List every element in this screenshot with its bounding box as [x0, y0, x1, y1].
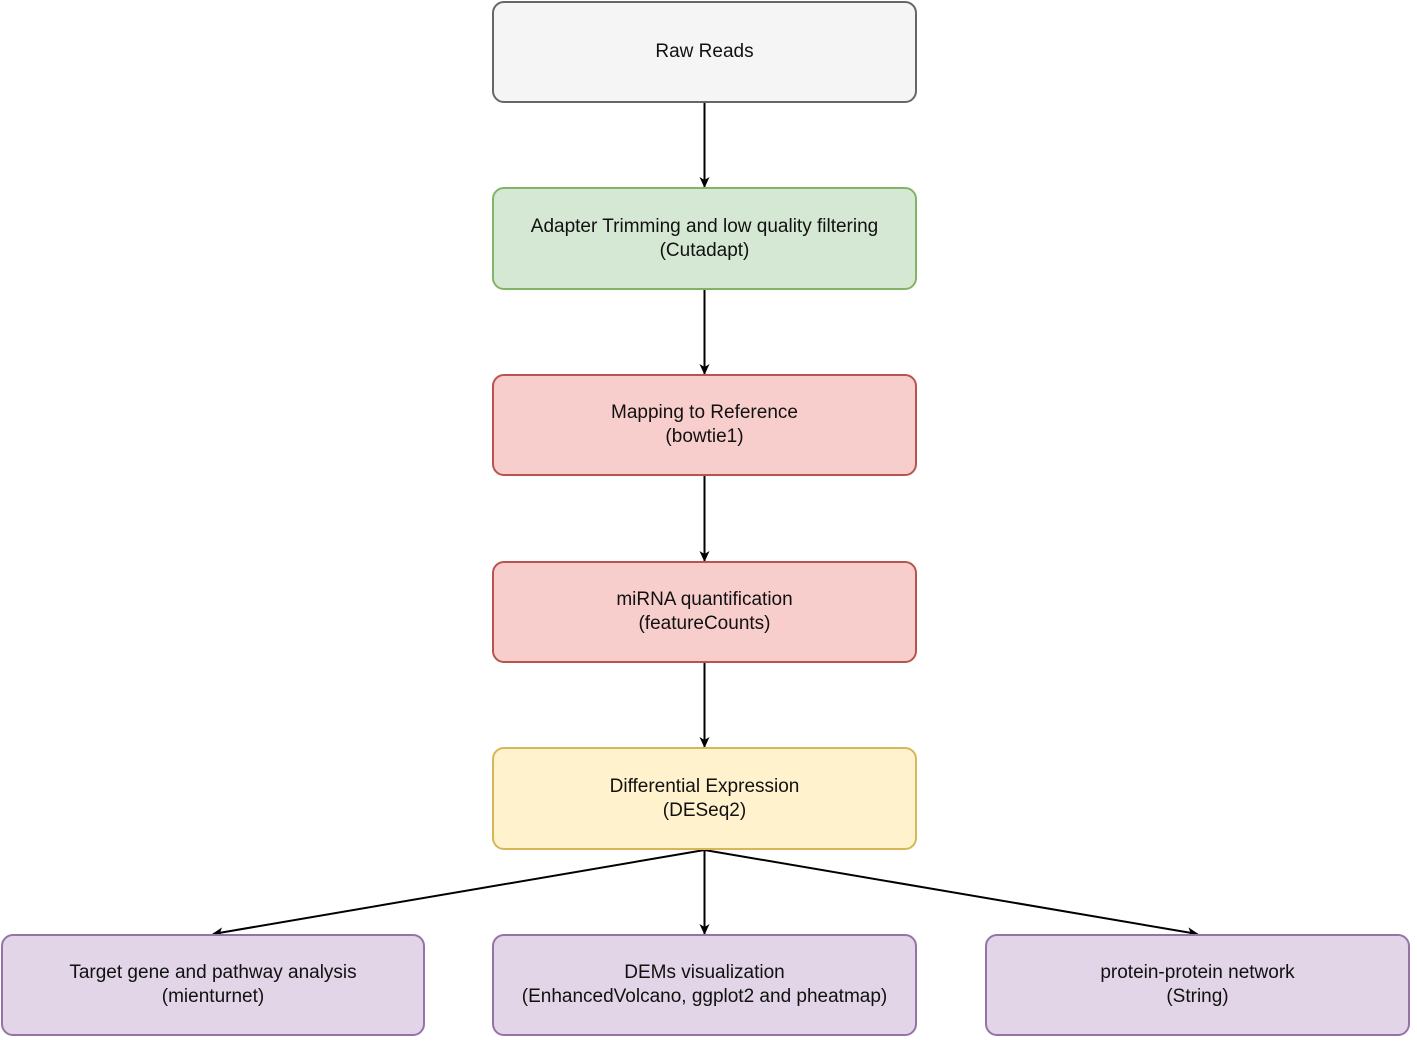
node-protein-network: protein-protein network (String)	[985, 934, 1410, 1036]
node-target-gene-tool: (mienturnet)	[161, 986, 265, 1007]
node-differential-expression: Differential Expression (DESeq2)	[492, 747, 917, 850]
node-adapter-trimming-label: Adapter Trimming and low quality filteri…	[530, 215, 879, 237]
node-differential-expression-tool: (DESeq2)	[662, 799, 747, 821]
node-dems-label: DEMs visualization	[624, 962, 785, 983]
node-protein-network-tool: (String)	[1166, 986, 1229, 1007]
node-mapping-label: Mapping to Reference	[611, 402, 798, 423]
node-mirna-quantification: miRNA quantification (featureCounts)	[492, 561, 917, 663]
node-mapping-tool: (bowtie1)	[665, 426, 744, 447]
node-target-gene-label: Target gene and pathway analysis	[69, 962, 357, 983]
node-mapping-to-reference: Mapping to Reference (bowtie1)	[492, 374, 917, 476]
arrow-de-to-target	[212, 849, 705, 938]
node-raw-reads: Raw Reads	[492, 1, 917, 103]
node-adapter-trimming: Adapter Trimming and low quality filteri…	[492, 187, 917, 290]
node-dems-tool: (EnhancedVolcano, ggplot2 and pheatmap)	[521, 986, 888, 1007]
node-adapter-trimming-tool: (Cutadapt)	[659, 239, 750, 261]
node-differential-expression-label: Differential Expression	[609, 775, 800, 797]
node-target-gene-analysis: Target gene and pathway analysis (mientu…	[1, 934, 425, 1036]
arrow-de-to-ppi	[704, 849, 1199, 938]
node-quantification-label: miRNA quantification	[616, 589, 793, 610]
node-dems-visualization: DEMs visualization (EnhancedVolcano, ggp…	[492, 934, 917, 1036]
node-quantification-tool: (featureCounts)	[638, 613, 771, 634]
node-raw-reads-label: Raw Reads	[655, 41, 754, 62]
node-protein-network-label: protein-protein network	[1100, 962, 1295, 983]
